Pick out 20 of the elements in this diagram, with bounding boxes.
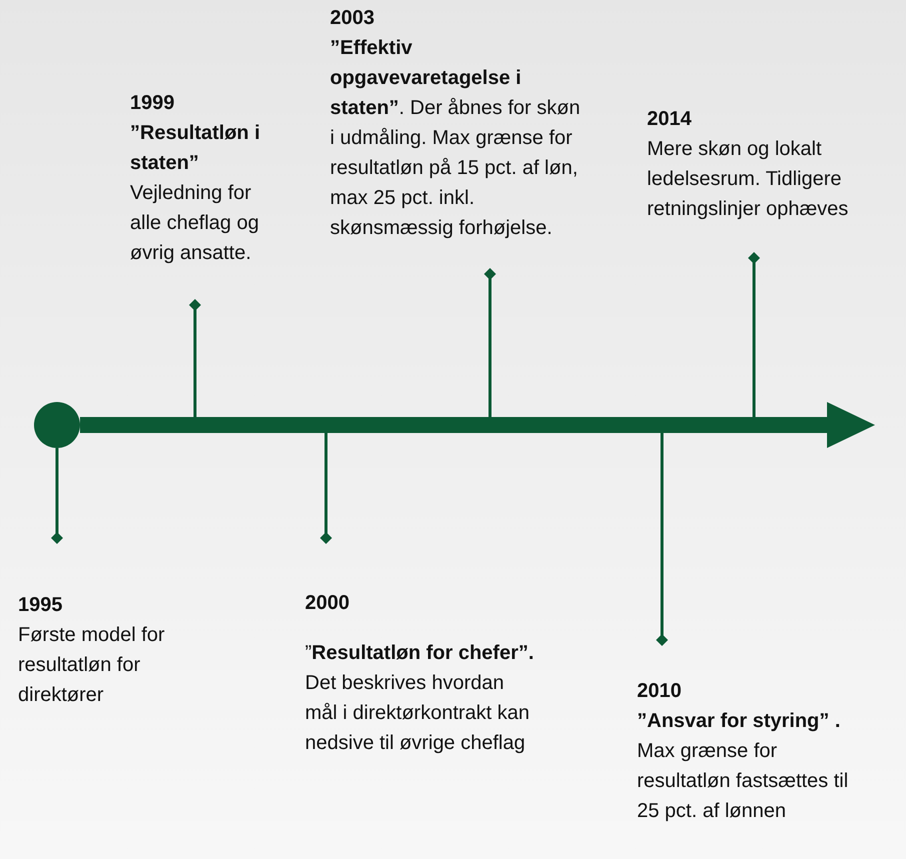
event-description: ”Resultatløn for chefer”. Det beskrives hvordan mål i direktørkontrakt kan nedsive til øvrige cheflag xyxy=(305,641,535,756)
year-label: 2000 xyxy=(305,591,350,616)
year-label: 1999 xyxy=(130,91,176,116)
year-label: 2014 xyxy=(647,107,692,132)
event-description: ”Resultatløn i staten” xyxy=(130,121,262,176)
year-label: 1995 xyxy=(18,593,64,618)
year-label: 2003 xyxy=(330,6,376,31)
timeline-arrow xyxy=(80,402,875,448)
event-description: ”Ansvar for styring” . Max grænse for resultatløn fastsættes til 25 pct. af lønnen xyxy=(637,709,850,824)
leader-line xyxy=(320,433,332,544)
year-label: 2010 xyxy=(637,679,682,704)
event-description: Mere skøn og lokalt ledelsesrum. Tidligere retningslinjer ophæves xyxy=(647,137,850,222)
leader-line xyxy=(748,252,760,417)
event-description: ”Effektiv opgavevaretagelse i staten”. Der åbnes for skøn i udmåling. Max grænse for resultatløn på 15 pct. af løn, max 25 pct. inkl. skønsmæssig forhøjelse. xyxy=(330,36,582,241)
leader-line xyxy=(51,448,63,544)
leader-line xyxy=(484,268,496,417)
event-description: Vejledning for alle cheflag og øvrig ansatte. xyxy=(130,181,260,266)
event-description: Første model for resultatløn for direktører xyxy=(18,623,166,708)
leader-line xyxy=(656,433,668,646)
leader-line xyxy=(189,299,201,417)
